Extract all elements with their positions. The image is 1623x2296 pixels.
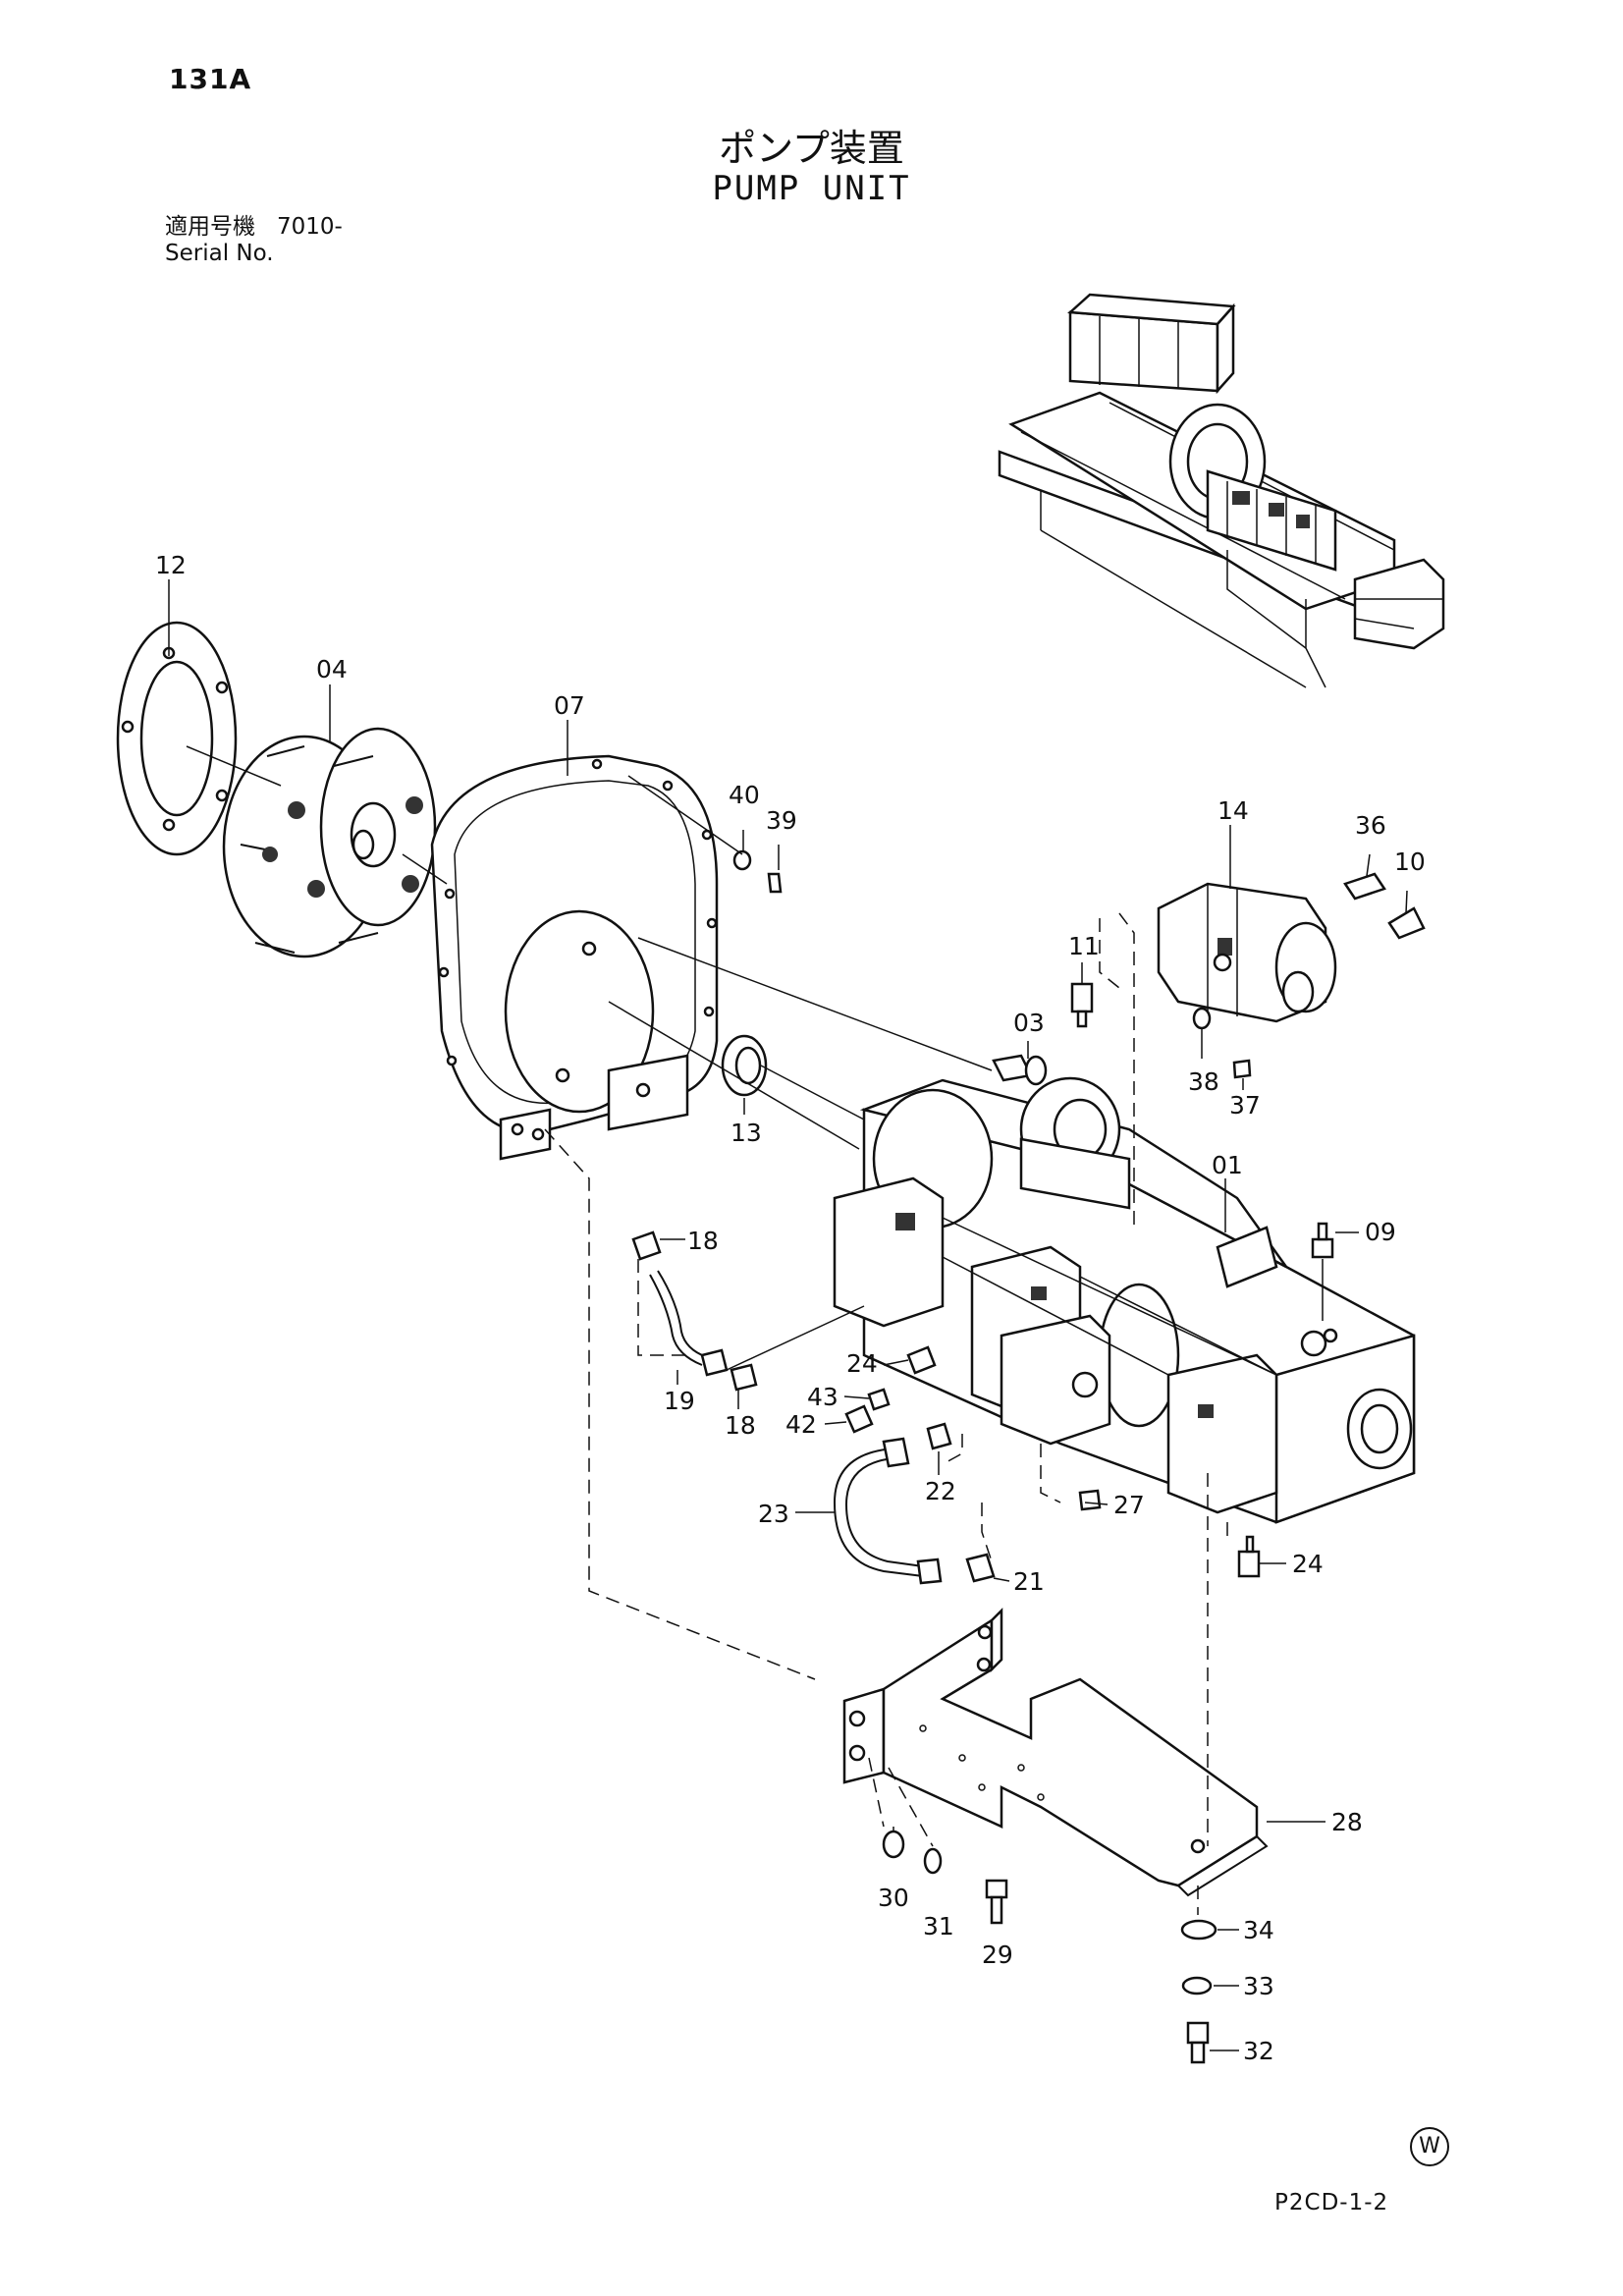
callout-38: 38 [1188,1067,1219,1096]
callout-27: 27 [1113,1491,1145,1519]
callout-24-lower: 24 [1292,1550,1324,1578]
callout-04: 04 [316,655,348,683]
machine-overview-inset [998,293,1445,688]
callout-23: 23 [758,1500,789,1528]
part-23-hose [833,1437,943,1585]
leader-lines [168,579,1408,2051]
drawing-code: P2CD-1-2 [1274,2190,1389,2215]
callout-36: 36 [1355,811,1386,840]
callout-labels: 12 04 07 40 39 14 36 10 11 03 38 37 13 0… [155,551,1426,2065]
callout-07: 07 [554,691,585,720]
callout-22: 22 [925,1477,956,1505]
callout-24-upper: 24 [846,1349,878,1378]
callout-12: 12 [155,551,187,579]
callout-40: 40 [729,781,760,809]
callout-29: 29 [982,1941,1013,1969]
part-28-bracket [842,1607,1269,1897]
callout-21: 21 [1013,1567,1045,1596]
callout-37: 37 [1229,1091,1261,1120]
part-12-plate [116,621,238,856]
callout-03: 03 [1013,1009,1045,1037]
callout-09: 09 [1365,1218,1396,1246]
part-07-housing [430,754,719,1161]
part-14-gear-pump [1157,882,1337,1023]
callout-31: 31 [923,1912,954,1941]
callout-28: 28 [1331,1808,1363,1836]
part-19-hose [631,1230,758,1392]
serial-label: Serial No. [165,241,274,266]
callout-42: 42 [785,1410,817,1439]
small-fittings [732,849,1426,2064]
part-13-seal [721,1034,768,1097]
callout-13: 13 [730,1119,762,1147]
part-01-main-pump [833,1076,1416,1524]
callout-30: 30 [878,1884,909,1912]
serial-info: 適用号機 7010- Serial No. [165,214,343,267]
callout-19: 19 [664,1387,695,1415]
callout-10: 10 [1394,847,1426,876]
callout-01: 01 [1212,1151,1243,1179]
callout-11: 11 [1068,932,1100,960]
serial-label-japanese: 適用号機 [165,214,255,240]
callout-43: 43 [807,1383,839,1411]
page-title-japanese: ポンプ装置 [719,127,904,170]
page-title: PUMP UNIT [712,169,911,208]
part-04-coupling [222,727,437,958]
callout-39: 39 [766,806,797,835]
footer-mark: W [1410,2127,1449,2166]
callout-14: 14 [1217,796,1249,825]
serial-value: 7010- [276,214,343,240]
callout-18-lower: 18 [725,1411,756,1440]
callout-33: 33 [1243,1972,1274,2000]
page-number: 131A [169,63,252,95]
callout-34: 34 [1243,1916,1274,1944]
callout-18-upper: 18 [687,1227,719,1255]
callout-32: 32 [1243,2037,1274,2065]
